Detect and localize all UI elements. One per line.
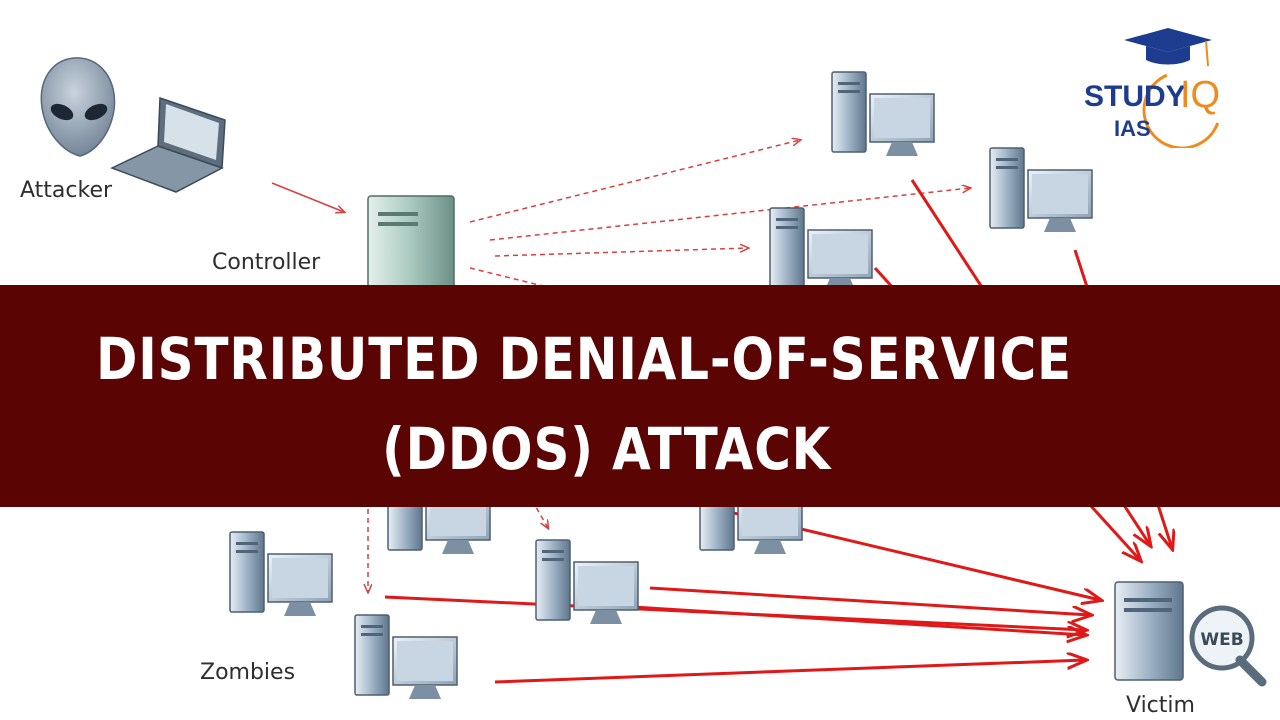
controller-label: Controller — [212, 250, 321, 275]
logo-study-text: STUDY — [1084, 80, 1186, 113]
web-server-icon: WEB — [1114, 581, 1267, 687]
title-banner: DISTRIBUTED DENIAL-OF-SERVICE (DDOS) ATT… — [0, 285, 1280, 507]
desktop-computer-icon — [831, 71, 935, 157]
desktop-computer-icon — [535, 539, 639, 625]
server-tower-icon — [367, 195, 455, 289]
studyiq-logo: STUDY IQ IAS — [1080, 28, 1230, 148]
logo-iq-text: IQ — [1180, 74, 1221, 116]
laptop-icon — [110, 96, 226, 193]
desktop-computer-icon — [229, 531, 333, 617]
banner-title-line-1: DISTRIBUTED DENIAL-OF-SERVICE — [96, 325, 1072, 393]
victim-label: Victim — [1126, 693, 1195, 718]
zombies-label: Zombies — [200, 660, 296, 685]
logo-ias-text: IAS — [1114, 116, 1151, 141]
desktop-computer-icon — [354, 614, 458, 700]
alien-icon — [40, 57, 116, 157]
graduation-cap-icon — [1124, 28, 1222, 148]
attacker-label: Attacker — [20, 178, 113, 203]
web-label: WEB — [1200, 630, 1243, 650]
desktop-computer-icon — [989, 147, 1093, 233]
banner-title-line-2: (DDOS) ATTACK — [382, 415, 832, 483]
command-arrow — [271, 182, 344, 212]
desktop-computer-icon — [769, 207, 873, 293]
